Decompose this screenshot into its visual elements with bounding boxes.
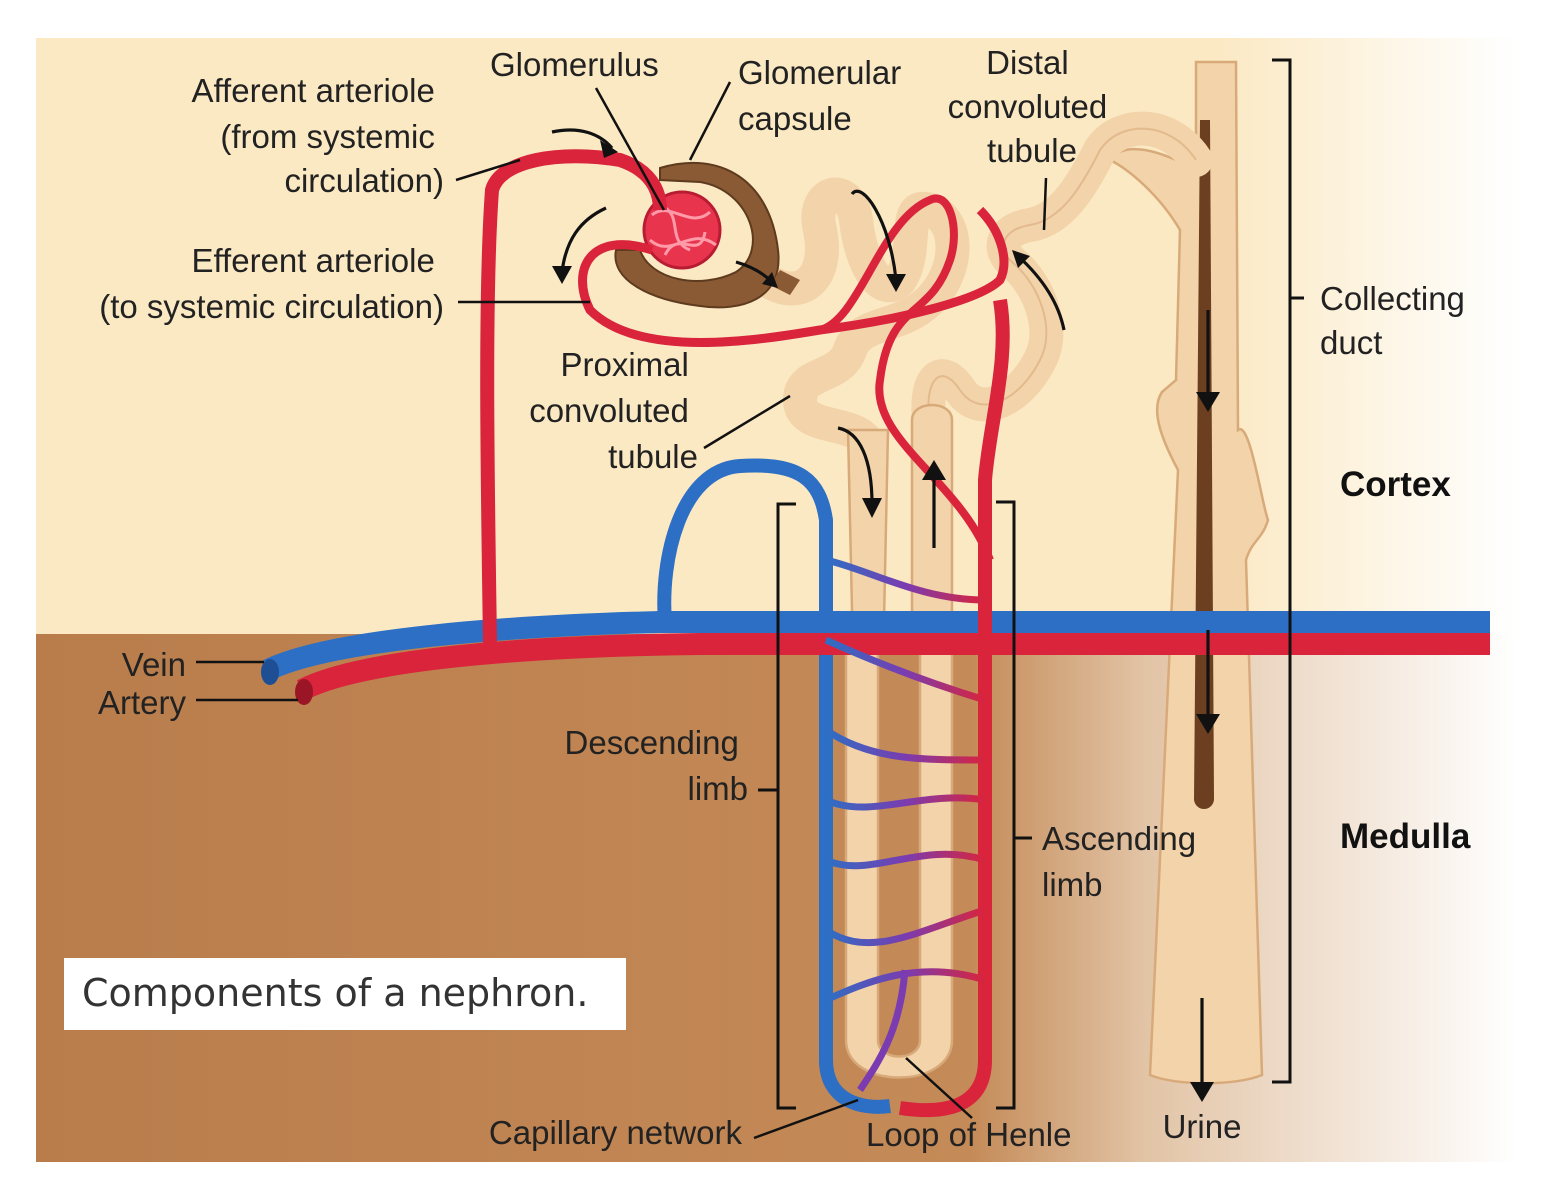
caption-box: Components of a nephron. xyxy=(64,958,626,1030)
urine-label: Urine xyxy=(1163,1108,1242,1145)
efferent-arteriole-vessel xyxy=(578,194,1010,1118)
ascending-limb-label: Ascending limb xyxy=(1042,820,1205,903)
vein-vessel xyxy=(261,458,1490,1114)
caption-text: Components of a nephron. xyxy=(82,971,588,1015)
capillary-network xyxy=(824,556,987,1092)
distal-convoluted-tubule-label: Distal convoluted tubule xyxy=(948,44,1117,169)
artery-vessel xyxy=(295,149,1490,705)
efferent-arteriole-label: Efferent arteriole (to systemic circulat… xyxy=(99,242,444,325)
loop-of-henle-label: Loop of Henle xyxy=(866,1116,1072,1153)
cortex-label: Cortex xyxy=(1340,465,1451,504)
leader-lines xyxy=(196,81,1048,1140)
artery-label: Artery xyxy=(98,684,187,721)
medulla-label: Medulla xyxy=(1340,817,1471,856)
glomerulus xyxy=(642,190,722,270)
medulla-region xyxy=(36,634,1516,1162)
glomerular-capsule xyxy=(614,161,800,309)
afferent-arteriole-label: Afferent arteriole (from systemic circul… xyxy=(191,72,444,199)
collecting-duct-bracket xyxy=(1272,58,1304,1084)
proximal-convoluted-tubule xyxy=(753,177,970,457)
capillary-network-label: Capillary network xyxy=(489,1114,743,1151)
collecting-duct-label: Collecting duct xyxy=(1320,280,1474,361)
glomerulus-label: Glomerulus xyxy=(490,46,659,83)
proximal-convoluted-tubule-label: Proximal convoluted tubule xyxy=(529,346,698,475)
descending-limb-bracket xyxy=(758,502,796,1110)
descending-limb-label: Descending limb xyxy=(565,724,748,807)
vein-label: Vein xyxy=(122,646,186,683)
flow-arrows xyxy=(551,128,1220,1102)
ascending-limb-bracket xyxy=(996,500,1032,1110)
glomerular-capsule-label: Glomerular capsule xyxy=(738,54,910,137)
